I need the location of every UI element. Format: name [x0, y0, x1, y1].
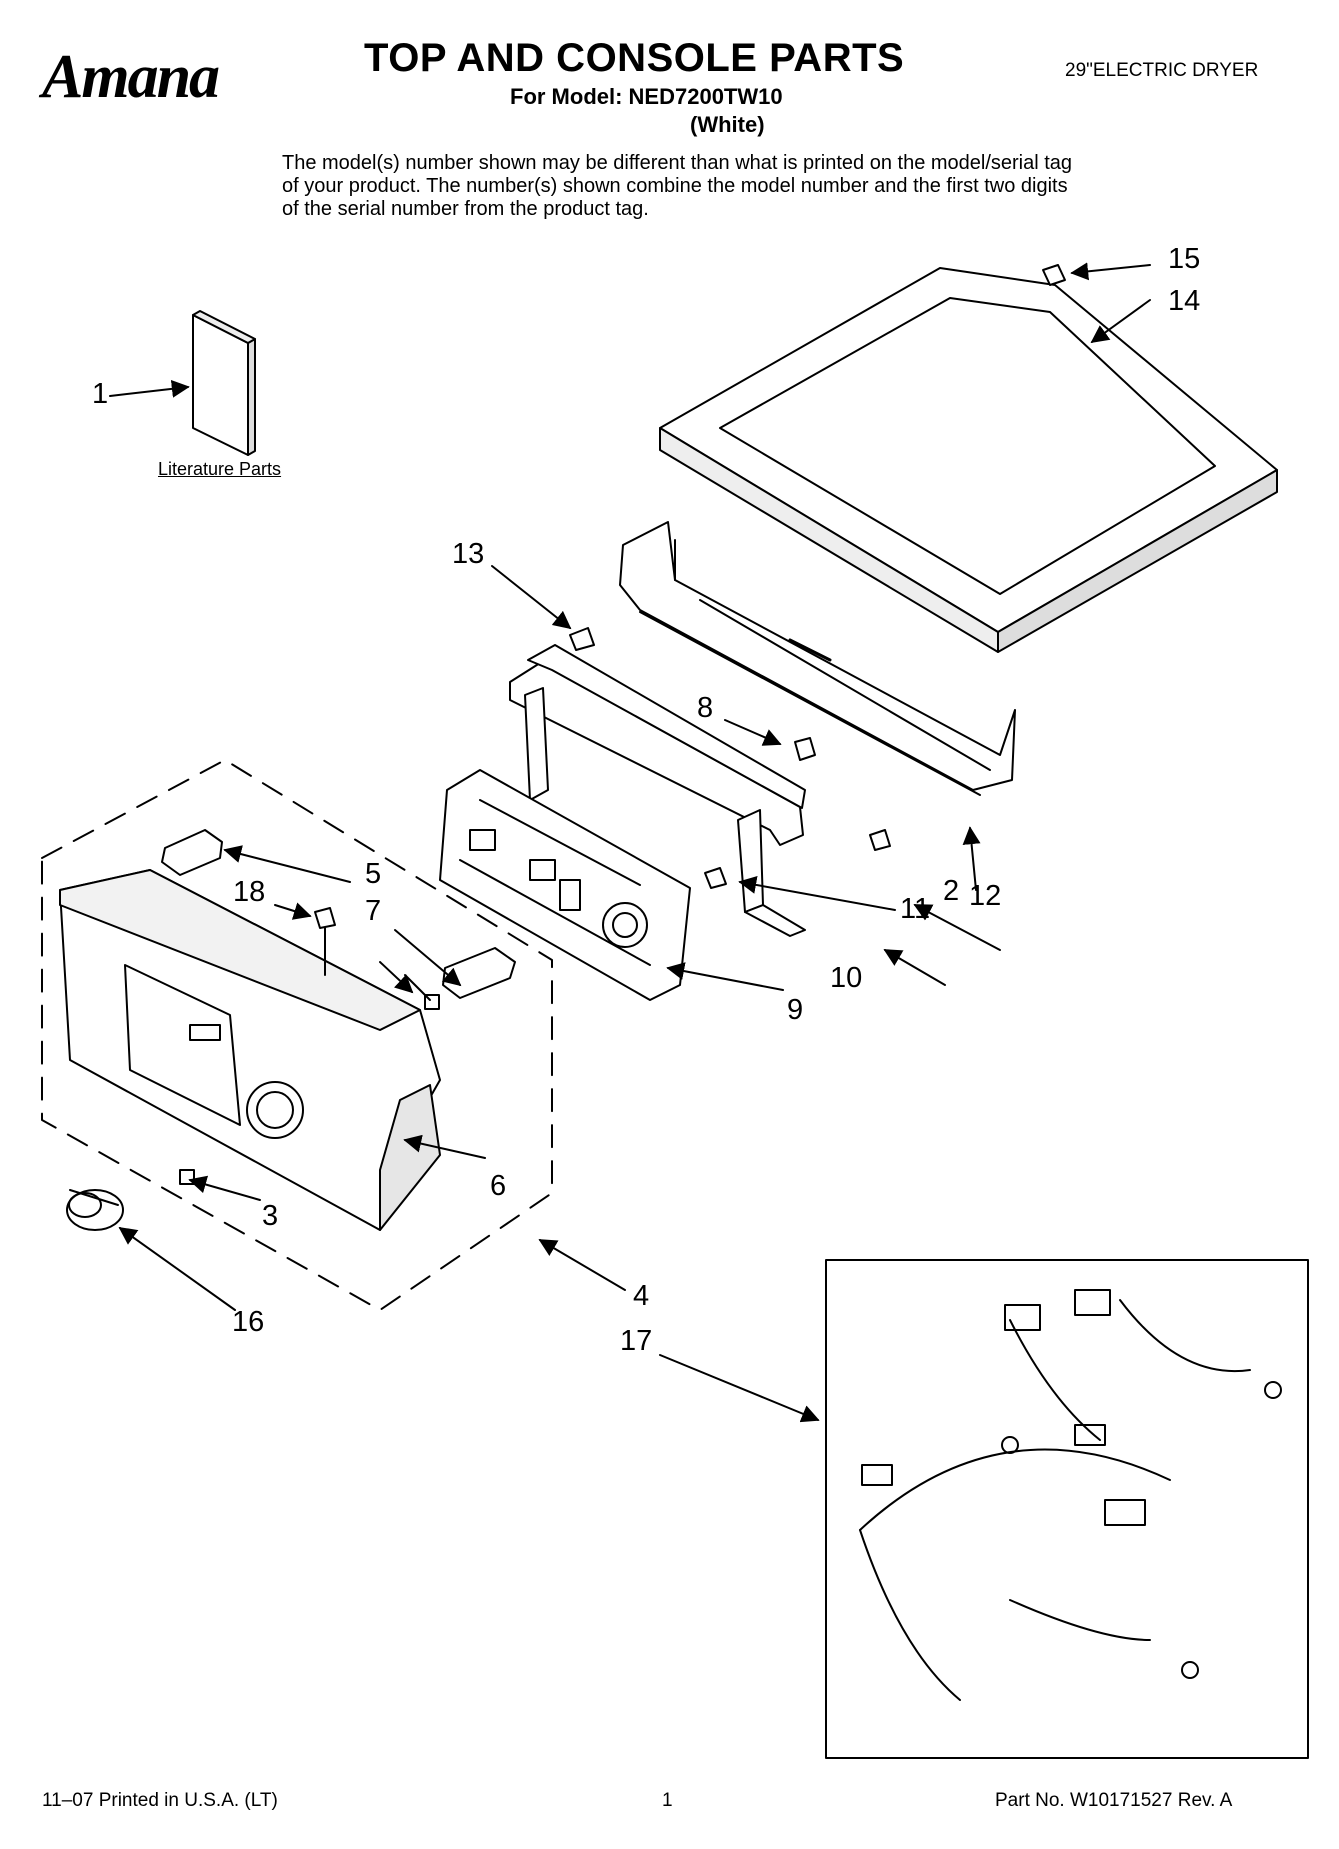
- literature-booklet: [192, 310, 256, 456]
- callout-18: 18: [233, 876, 266, 908]
- model-notice: The model(s) number shown may be differe…: [282, 152, 1073, 220]
- console-panel: [59, 869, 441, 1231]
- mounting-screws: [569, 264, 1066, 889]
- callout-9: 9: [787, 994, 804, 1026]
- console-assembly-boundary: [41, 759, 553, 1311]
- small-knob-insert: [179, 1169, 195, 1185]
- leader-lines: [109, 262, 1151, 1423]
- callout-12: 12: [969, 880, 1002, 912]
- callout-2: 2: [943, 875, 960, 907]
- electronic-control-board: [439, 769, 691, 1001]
- callout-11: 11: [900, 893, 931, 925]
- footer-print-info: 11–07 Printed in U.S.A. (LT): [42, 1790, 278, 1811]
- console-mounting-bracket: [619, 521, 1016, 796]
- console-frame: [509, 644, 806, 937]
- brand-logo: Amana: [42, 43, 220, 111]
- callout-1: 1: [92, 378, 109, 410]
- callout-6: 6: [490, 1170, 507, 1202]
- top-panel: [659, 267, 1278, 653]
- footer-part-number: Part No. W10171527 Rev. A: [995, 1790, 1233, 1811]
- callout-16: 16: [232, 1306, 265, 1338]
- literature-parts-label: Literature Parts: [158, 459, 282, 479]
- callout-5: 5: [365, 858, 382, 890]
- callout-8: 8: [697, 692, 714, 724]
- page-title: TOP AND CONSOLE PARTS: [364, 36, 905, 80]
- callout-14: 14: [1168, 285, 1201, 317]
- callout-10: 10: [830, 962, 863, 994]
- callout-4: 4: [633, 1280, 650, 1312]
- callout-13: 13: [452, 538, 485, 570]
- callout-7: 7: [365, 895, 382, 927]
- callout-15: 15: [1168, 243, 1201, 275]
- product-category: 29"ELECTRIC DRYER: [1065, 60, 1259, 81]
- model-variant: (White): [690, 112, 765, 137]
- screw-18: [314, 907, 336, 976]
- callout-3: 3: [262, 1200, 279, 1232]
- control-knob: [66, 1189, 124, 1231]
- model-line: For Model: NED7200TW10: [510, 84, 783, 109]
- callout-17: 17: [620, 1325, 653, 1357]
- wire-harness-box: [825, 1259, 1309, 1759]
- footer-page-number: 1: [662, 1790, 673, 1811]
